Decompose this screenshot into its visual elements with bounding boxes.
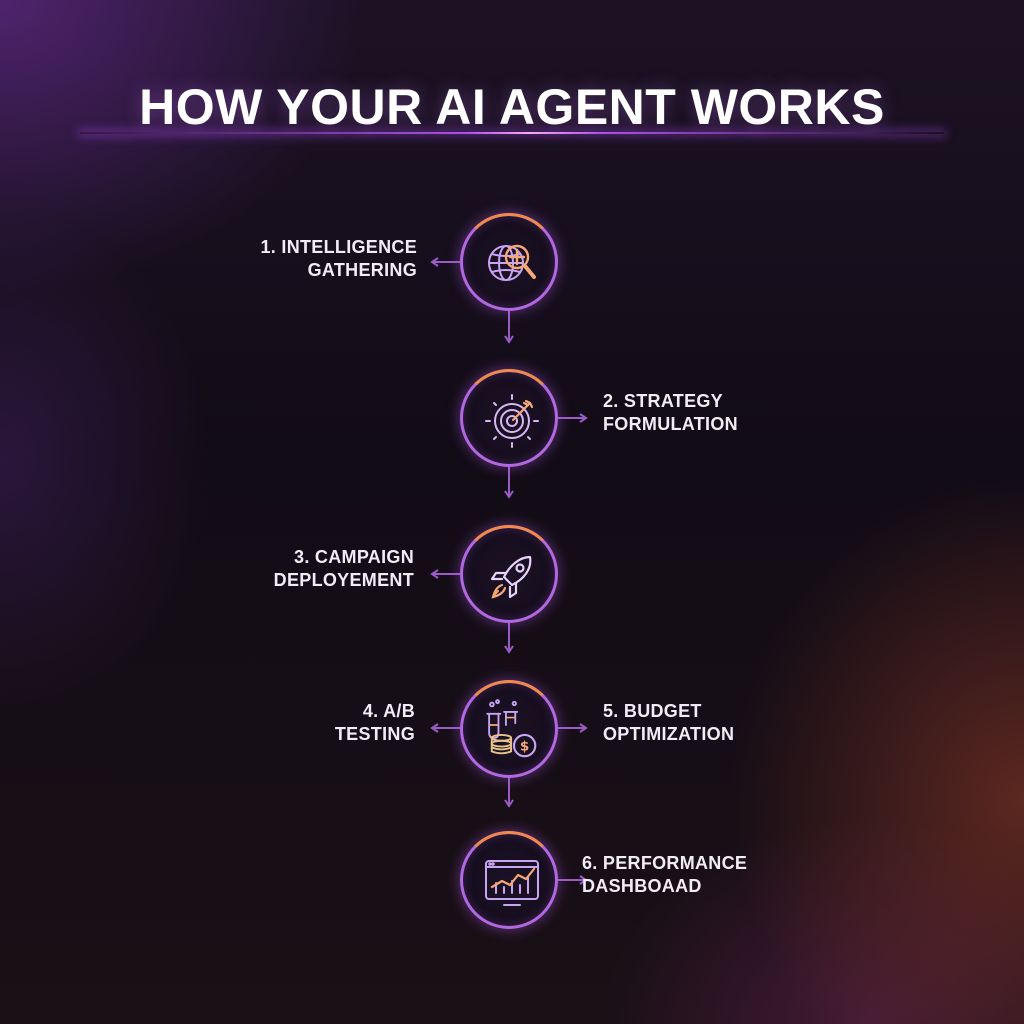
step-6-node (460, 831, 558, 929)
step-5-subtitle: OPTIMIZATION (603, 724, 735, 744)
svg-text:$: $ (520, 738, 529, 754)
rocket-icon (490, 555, 532, 599)
step-2-title: 2. STRATEGY (603, 391, 723, 411)
dashboard-chart-icon (485, 860, 539, 906)
step-6-subtitle: DASHBOAAD (582, 876, 702, 896)
step-5-label: 5. BUDGET OPTIMIZATION (603, 700, 734, 746)
step-4-label: 4. A/B TESTING (335, 700, 415, 746)
step-3-node (460, 525, 558, 623)
step-2-label: 2. STRATEGY FORMULATION (603, 390, 738, 436)
step-1-subtitle: GATHERING (307, 260, 417, 280)
page-title: HOW YOUR AI AGENT WORKS (139, 79, 885, 135)
coins-dollar-icon: $ (490, 733, 537, 758)
step-4-subtitle: TESTING (334, 724, 415, 744)
target-arrow-icon (485, 394, 539, 448)
step-3-label: 3. CAMPAIGN DEPLOYEMENT (274, 546, 414, 592)
step-6-label: 6. PERFORMANCE DASHBOAAD (582, 852, 747, 898)
step-4-title: 4. A/B (362, 701, 415, 721)
step-5-title: 5. BUDGET (603, 701, 702, 721)
step-3-title: 3. CAMPAIGN (294, 547, 414, 567)
step-4-5-node: $ (460, 680, 558, 778)
step-2-node (460, 369, 558, 467)
step-6-title: 6. PERFORMANCE (582, 853, 748, 873)
title-glow-line (80, 132, 944, 134)
step-2-subtitle: FORMULATION (603, 414, 738, 434)
globe-magnifier-icon (488, 244, 536, 281)
step-1-title: 1. INTELLIGENCE (260, 237, 417, 257)
step-1-node (460, 213, 558, 311)
step-1-label: 1. INTELLIGENCE GATHERING (260, 236, 417, 282)
step-3-subtitle: DEPLOYEMENT (273, 570, 414, 590)
